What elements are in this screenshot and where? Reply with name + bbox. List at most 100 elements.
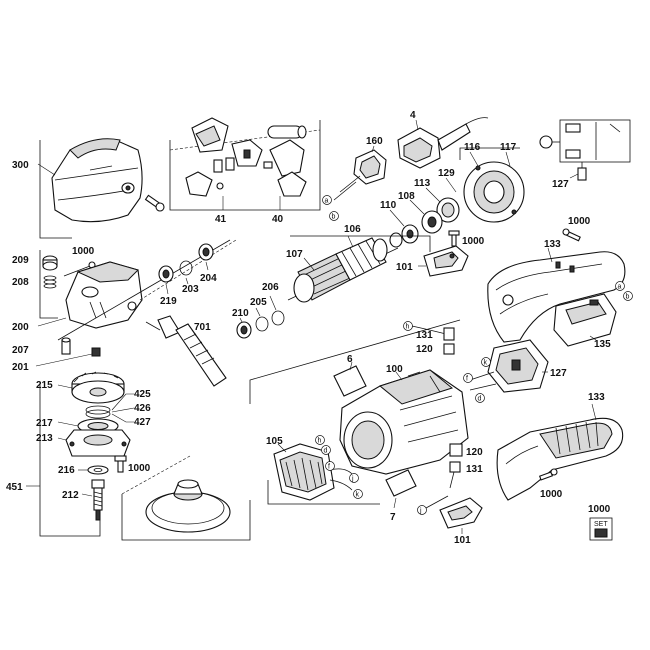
callout-127-schematic: 127 <box>552 179 569 190</box>
pin-207-icon <box>61 337 71 355</box>
wire-letter-j-coil: j <box>349 473 359 483</box>
callout-1000-handle: 1000 <box>540 489 563 500</box>
cover-300-icon <box>51 138 143 223</box>
callout-133-lower: 133 <box>588 392 605 403</box>
callout-205: 205 <box>250 297 267 308</box>
wire-letter-b-right: b <box>623 291 633 301</box>
connector-131-lower-icon <box>449 461 461 473</box>
svg-text:h: h <box>406 324 410 331</box>
armature-107-icon <box>287 237 399 303</box>
callout-4: 4 <box>410 110 416 121</box>
callout-209: 209 <box>12 255 29 266</box>
washers-425-427-icon <box>85 405 111 419</box>
washer-203-icon <box>179 260 193 276</box>
callout-212: 212 <box>62 490 79 501</box>
screw-1000-right-icon <box>562 228 581 242</box>
connector-120-icon <box>443 343 455 355</box>
callout-105: 105 <box>266 436 283 447</box>
callout-426: 426 <box>134 403 151 414</box>
svg-text:j: j <box>419 508 422 515</box>
callout-216: 216 <box>58 465 75 476</box>
washer-205-icon <box>255 316 269 332</box>
set-badge-label: SET <box>594 521 608 528</box>
screw-1000-handle-icon <box>538 468 558 481</box>
callout-451: 451 <box>6 482 23 493</box>
svg-text:d: d <box>478 396 482 403</box>
bearing-plate-116-icon <box>463 161 525 223</box>
connector-120-lower-icon <box>449 443 463 457</box>
label-6-icon <box>333 365 367 397</box>
cable-4-icon <box>397 117 489 169</box>
callout-117: 117 <box>500 142 517 153</box>
spindle-212-icon <box>91 479 105 521</box>
bearing-108-icon <box>421 210 443 234</box>
screw-1000-mid-icon <box>448 230 460 247</box>
svg-text:a: a <box>325 198 329 205</box>
callout-113: 113 <box>414 178 431 189</box>
spring-208-icon <box>43 275 57 289</box>
polishing-pad-icon <box>145 479 231 533</box>
callout-160: 160 <box>366 136 383 147</box>
set-badge: SET <box>589 517 613 541</box>
wire-letter-f-mid: f <box>463 373 473 383</box>
brush-holder-41-icon <box>185 117 263 197</box>
screw-300-icon <box>144 194 165 212</box>
schematic-127-icon <box>539 119 631 181</box>
svg-text:k: k <box>356 492 360 499</box>
gear-housing-200-icon <box>65 261 143 329</box>
svg-text:a: a <box>618 284 622 291</box>
callout-131-mid: 131 <box>416 330 433 341</box>
connector-131-icon <box>443 327 455 341</box>
callout-108: 108 <box>398 191 415 202</box>
callout-41: 41 <box>215 214 227 225</box>
callout-106: 106 <box>344 224 361 235</box>
callout-201: 201 <box>12 362 29 373</box>
svg-text:b: b <box>332 214 336 221</box>
svg-text:f: f <box>466 376 468 383</box>
callout-40: 40 <box>272 214 284 225</box>
callout-120-lower: 120 <box>466 447 483 458</box>
callout-101-lower: 101 <box>454 535 471 546</box>
brush-cover-101-lower-icon <box>439 497 483 529</box>
callout-219: 219 <box>160 296 177 307</box>
wire-letter-a-right: a <box>615 281 625 291</box>
wire-letter-h-mid: h <box>403 321 413 331</box>
callout-200: 200 <box>12 322 29 333</box>
field-coil-105-icon <box>273 443 355 501</box>
wire-letter-f-coil: f <box>325 461 335 471</box>
handle-half-133-icon <box>487 251 626 343</box>
callout-1000-gear: 1000 <box>72 246 95 257</box>
svg-text:f: f <box>328 464 330 471</box>
svg-text:d: d <box>324 448 328 455</box>
svg-text:k: k <box>484 360 488 367</box>
wire-letter-a-top: a <box>322 195 332 205</box>
callout-425: 425 <box>134 389 151 400</box>
ring-206-icon <box>271 310 285 326</box>
gear-215-icon <box>71 371 125 404</box>
label-7-icon <box>385 469 417 497</box>
callout-215: 215 <box>36 380 53 391</box>
callout-116: 116 <box>464 142 481 153</box>
callout-217: 217 <box>36 418 53 429</box>
wire-letter-h-coil: h <box>315 435 325 445</box>
brush-holder-40-icon <box>263 125 307 197</box>
button-201-icon <box>91 347 101 357</box>
cap-209-icon <box>42 255 58 271</box>
svg-text:h: h <box>318 438 322 445</box>
svg-text:j: j <box>351 476 354 483</box>
cable-guard-160-icon <box>333 149 387 201</box>
rubber-handle-133-icon <box>496 417 624 501</box>
wire-letter-k-mid: k <box>481 357 491 367</box>
bearing-204-icon <box>198 243 214 261</box>
callout-1000-right: 1000 <box>568 216 591 227</box>
wire-letter-j-lower: j <box>417 505 427 515</box>
wire-letter-k-coil: k <box>353 489 363 499</box>
bearing-219-icon <box>158 265 174 283</box>
bearing-110-icon <box>389 224 419 248</box>
wire-letter-b-top: b <box>329 211 339 221</box>
callout-427: 427 <box>134 417 151 428</box>
callout-131-lower: 131 <box>466 464 483 475</box>
side-handle-701-icon <box>145 315 227 387</box>
electronics-127-icon <box>469 339 549 393</box>
